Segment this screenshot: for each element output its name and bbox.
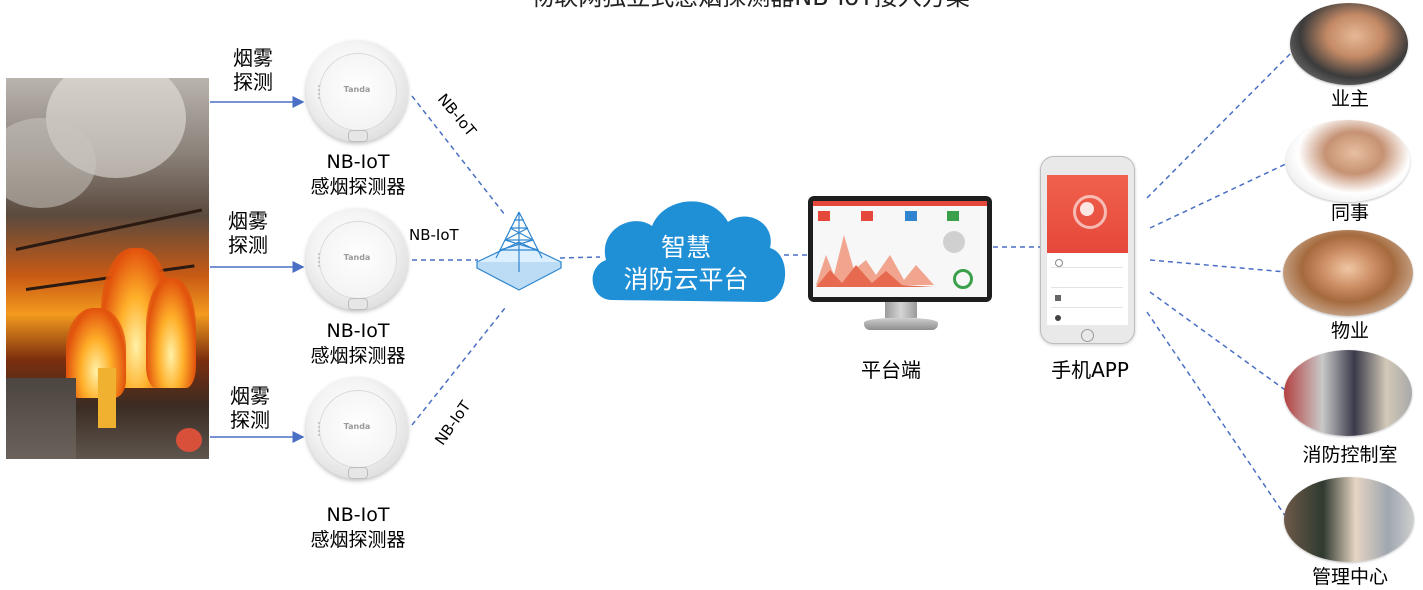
- platform-monitor: [808, 196, 992, 302]
- link-detector3-gateway: [411, 307, 506, 426]
- detector-brand: Tanda: [343, 253, 371, 262]
- smoke-detect-label-2: 烟雾 探测: [223, 209, 273, 257]
- avatar-property: [1283, 230, 1413, 316]
- monitor-base: [864, 318, 938, 330]
- link-app-management: [1146, 311, 1289, 521]
- avatar-control-room: [1284, 350, 1412, 436]
- detector-name-line1: NB-IoT: [326, 151, 390, 173]
- page-title-text: 物联网独立式感烟探测器NB-IoT接入方案: [530, 0, 970, 8]
- role-owner: 业主: [1330, 88, 1369, 110]
- gateway-icon: [475, 211, 563, 291]
- smoke-detect-text: 烟雾 探测: [233, 46, 273, 94]
- link-app-colleague: [1149, 161, 1291, 229]
- role-control-room: 消防控制室: [1302, 444, 1398, 466]
- platform-label: 平台端: [861, 358, 921, 382]
- detector-brand: Tanda: [343, 85, 371, 94]
- role-colleague: 同事: [1330, 202, 1369, 224]
- detector-name-line2: 感烟探测器: [310, 529, 406, 551]
- detector-label-3: NB-IoT 感烟探测器: [278, 503, 438, 553]
- link-app-owner: [1146, 47, 1297, 199]
- phone-app: [1040, 156, 1135, 344]
- link-app-control-room: [1149, 291, 1289, 393]
- nbiot-label-2: NB-IoT: [409, 226, 459, 244]
- page-title: 物联网独立式感烟探测器NB-IoT接入方案: [400, 0, 1100, 8]
- cloud-shape: [592, 201, 786, 302]
- role-management: 管理中心: [1311, 566, 1388, 588]
- smoke-detector-2: Tanda: [306, 208, 408, 310]
- link-gateway-cloud: [559, 256, 601, 259]
- smoke-detector-3: Tanda: [306, 377, 408, 479]
- smoke-detect-label-3: 烟雾 探测: [225, 384, 275, 432]
- link-app-property: [1149, 259, 1287, 273]
- detector-brand: Tanda: [343, 422, 371, 431]
- detector-name-line1: NB-IoT: [326, 504, 390, 526]
- detector-label-2: NB-IoT 感烟探测器: [278, 319, 438, 369]
- detector-name-line2: 感烟探测器: [310, 176, 406, 198]
- avatar-colleague: [1286, 120, 1410, 202]
- detector-label-1: NB-IoT 感烟探测器: [278, 150, 438, 200]
- fire-scene-photo: [6, 78, 209, 459]
- role-property: 物业: [1330, 320, 1369, 342]
- detector-name-line1: NB-IoT: [326, 320, 390, 342]
- smoke-detect-text: 烟雾 探测: [230, 384, 270, 432]
- smoke-detect-label-1: 烟雾 探测: [228, 46, 278, 94]
- smoke-detector-1: Tanda: [306, 40, 408, 142]
- link-detector1-gateway: [411, 95, 506, 216]
- avatar-owner: [1290, 3, 1408, 85]
- monitor-stand: [885, 302, 917, 318]
- avatar-management: [1284, 477, 1414, 562]
- app-label: 手机APP: [1051, 358, 1129, 382]
- cloud-line1: 智慧: [660, 233, 711, 262]
- cloud-line2: 消防云平台: [623, 265, 749, 294]
- cloud-platform-label: 智慧 消防云平台: [586, 232, 786, 296]
- smoke-detect-text: 烟雾 探测: [228, 209, 268, 257]
- detector-name-line2: 感烟探测器: [310, 345, 406, 367]
